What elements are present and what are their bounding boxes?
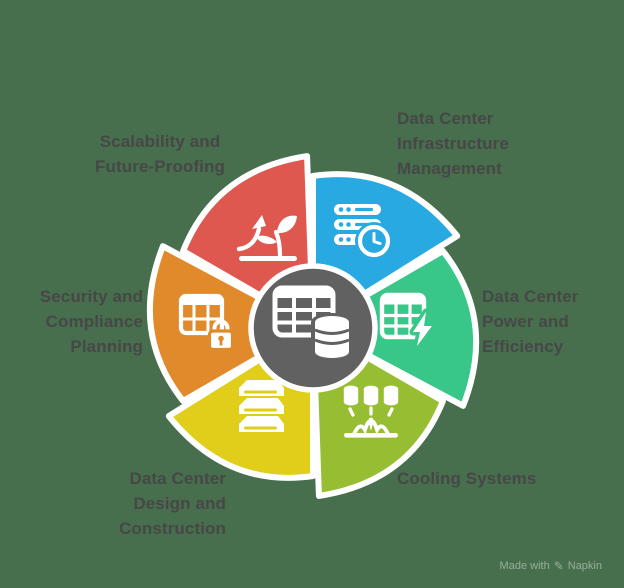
- cooling-icon: [343, 385, 399, 438]
- label-data-center-power-and-efficiency: Data Center Power and Efficiency: [482, 287, 579, 356]
- label-data-center-design-and-construction: Data Center Design and Construction: [119, 469, 226, 538]
- table-lock-icon: [178, 293, 235, 352]
- label-scalability-and-future-proofing: Scalability and Future-Proofing: [95, 132, 225, 176]
- watermark-prefix: Made with: [499, 560, 550, 572]
- label-security-and-compliance-planning: Security and Compliance Planning: [39, 287, 143, 356]
- center-hub: [248, 263, 378, 393]
- growth-arrow-icon: [236, 215, 297, 261]
- watermark-brand: Napkin: [567, 560, 602, 572]
- stacked-layers-icon: [239, 380, 284, 432]
- pen-icon: ✎: [553, 559, 564, 573]
- label-data-center-infrastructure-management: Data Center Infrastructure Management: [397, 109, 509, 178]
- database-table-icon: [272, 285, 353, 361]
- label-cooling-systems: Cooling Systems: [397, 469, 537, 488]
- server-clock-icon: [334, 204, 393, 260]
- table-power-icon: [379, 292, 436, 350]
- watermark: Made with ✎ Napkin: [500, 560, 602, 572]
